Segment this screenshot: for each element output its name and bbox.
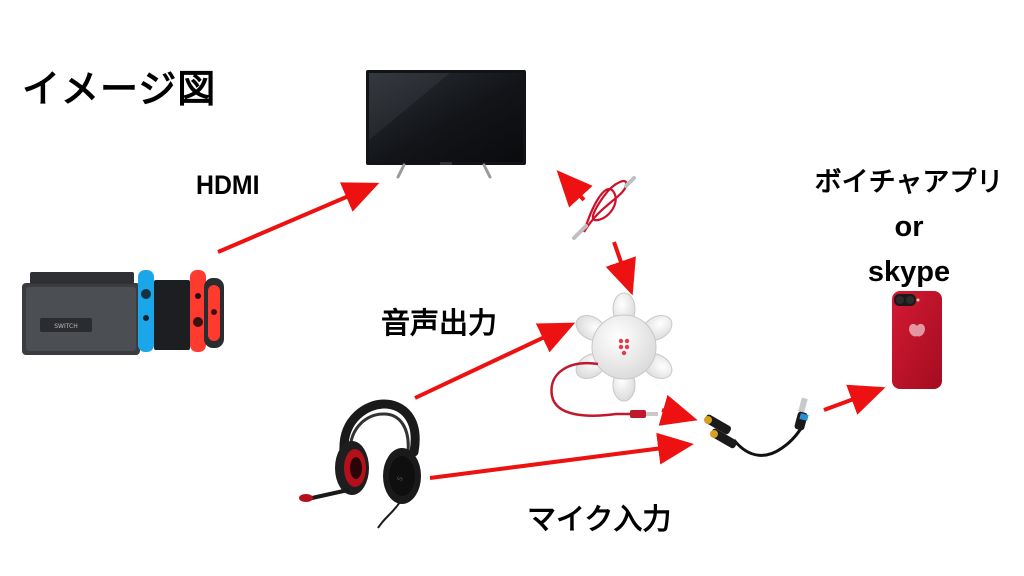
headphone-splitter-icon [550, 292, 673, 418]
hdmi-label: HDMI [196, 170, 260, 200]
arrow-adapter-to-phone [823, 384, 886, 415]
tv-icon [366, 70, 526, 179]
audio-out-label: 音声出力 [381, 306, 498, 340]
connection-arrows [217, 170, 886, 480]
mic-in-label: マイク入力 [527, 502, 672, 536]
svg-text:SWITCH: SWITCH [54, 323, 78, 330]
arrow-cable-to-splitter [605, 241, 636, 296]
y-splitter-cable-icon [704, 397, 809, 457]
app-label-group: ボイチャアプリ or skype [800, 160, 1018, 295]
or-label: or [894, 211, 924, 243]
skype-label: skype [867, 256, 951, 288]
arrow-switch-to-tv [217, 182, 380, 254]
arrow-cable-to-tv [556, 170, 593, 208]
diagram-title: イメージ図 [22, 67, 217, 111]
arrow-headset-audio-out [414, 322, 576, 400]
nintendo-switch-icon: SWITCH [22, 270, 224, 355]
arrow-splitter-to-adapter [658, 394, 698, 426]
smartphone-icon [892, 291, 942, 389]
svg-text:S: S [396, 475, 405, 483]
arrow-headset-mic-in [429, 432, 694, 480]
voice-chat-app-label: ボイチャアプリ [814, 167, 1004, 198]
audio-cable-icon [572, 176, 636, 240]
headset-icon: S [299, 399, 421, 529]
